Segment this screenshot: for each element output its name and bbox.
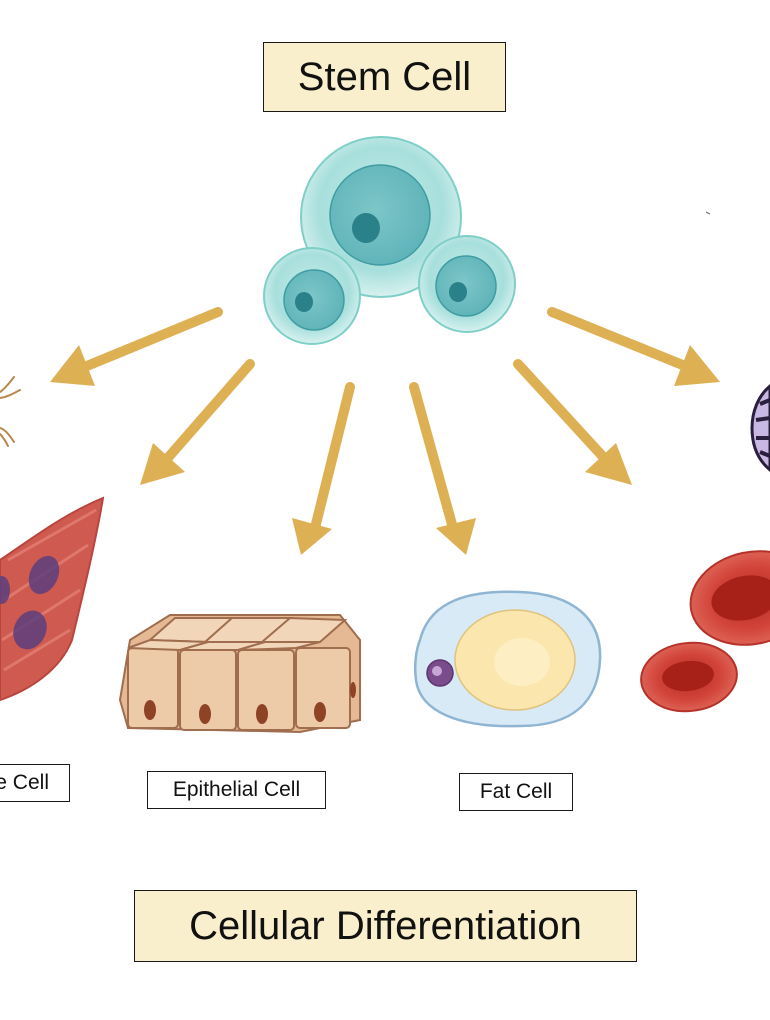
- arrowheads: [50, 345, 720, 555]
- stem-cell-title: Stem Cell: [263, 42, 506, 112]
- muscle-cell-label: e Cell: [0, 764, 70, 802]
- arrow-to-red-blood-cell: [513, 359, 611, 465]
- fat-cell-icon: [413, 590, 602, 728]
- arrow-to-nerve-cell: [77, 307, 223, 373]
- white-blood-cell-icon: [705, 211, 770, 472]
- arrows: [77, 307, 695, 533]
- muscle-cell-icon: [0, 496, 105, 702]
- arrow-to-fat-cell: [409, 382, 458, 533]
- arrow-to-white-blood-cell: [547, 307, 695, 373]
- fat-cell-label: Fat Cell: [459, 773, 573, 811]
- epithelial-cell-label: Epithelial Cell: [147, 771, 326, 809]
- red-blood-cell-icon: [640, 550, 770, 713]
- stem-cell-cluster-icon: [263, 136, 516, 345]
- epithelial-cell-icon: [118, 614, 361, 734]
- arrow-to-muscle-cell: [161, 359, 255, 465]
- arrow-to-epithelial-cell: [310, 382, 355, 533]
- cellular-differentiation-caption: Cellular Differentiation: [134, 890, 637, 962]
- nerve-cell-icon: [0, 376, 21, 447]
